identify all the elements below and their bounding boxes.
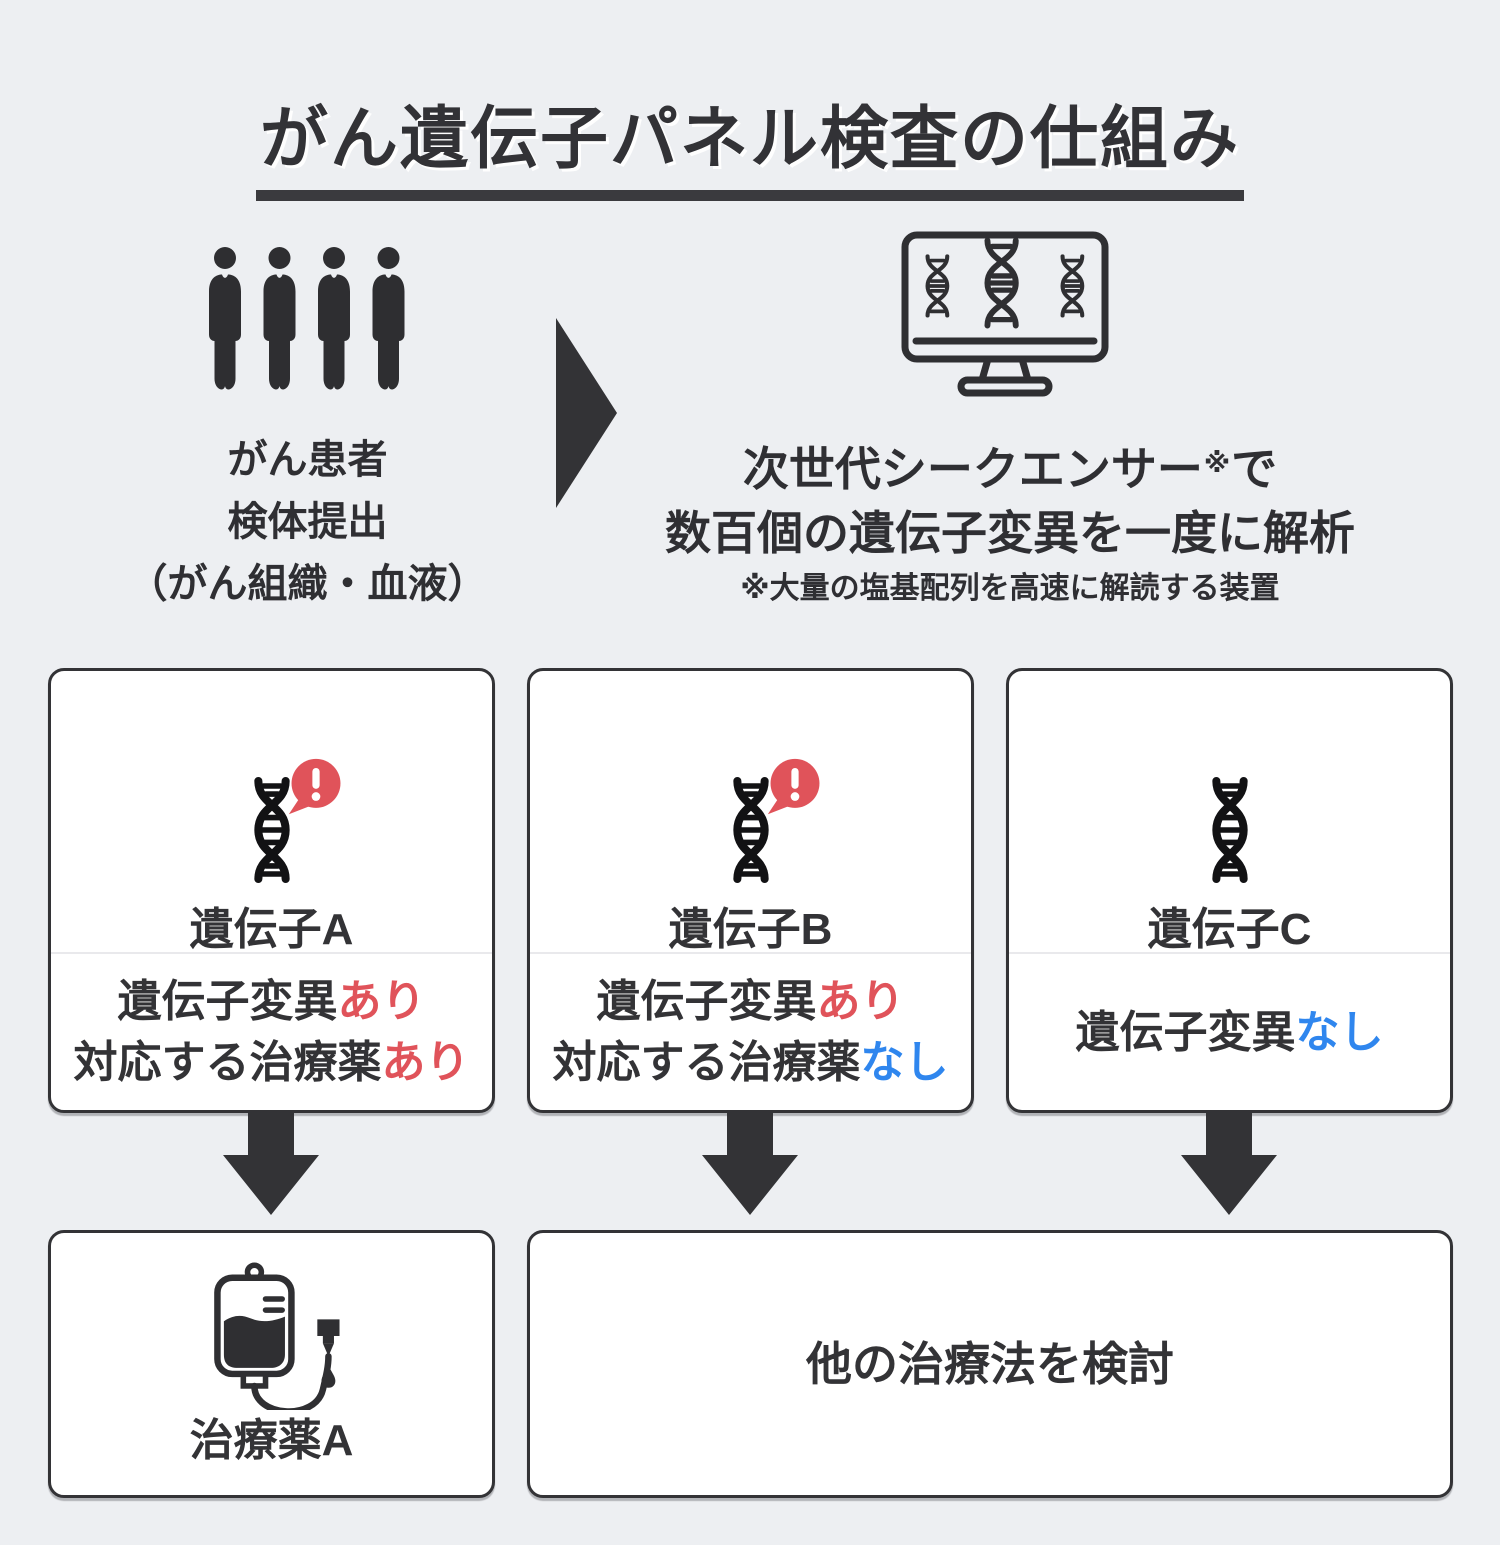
drug-label: 治療薬A [189,1416,354,1465]
right-arrow-icon [556,318,617,508]
patients-caption-line1: がん患者 [227,438,388,482]
gene-card-c-result: 遺伝子変異なし [1009,954,1450,1110]
sequencer-caption: 次世代シークエンサー※で 数百個の遺伝子変異を一度に解析 ※大量の塩基配列を高速… [630,441,1390,607]
gene-card-c-top: 遺伝子C [1009,671,1450,992]
alert-exclamation-bubble-icon [767,758,819,815]
sequencer-line2: 数百個の遺伝子変異を一度に解析 [665,507,1355,559]
down-arrow-icon [702,1113,798,1215]
gene-card-b-icon-wrap [720,758,819,886]
result-status: あり [816,977,905,1026]
gene-card-a-result: 遺伝子変異あり 対応する治療薬あり [51,954,492,1110]
gene-a-result-line2: 対応する治療薬あり [74,1032,470,1093]
gene-b-result-line1: 遺伝子変異あり [597,971,905,1032]
dna-monitor-icon [901,231,1109,397]
result-status: なし [1295,1007,1384,1057]
gene-card-c-icon-wrap [1199,774,1261,886]
sequencer-footnote: ※大量の塩基配列を高速に解読する装置 [740,572,1280,605]
gene-a-result-line1: 遺伝子変異あり [118,971,426,1032]
sequencer-line1-tail: で [1231,443,1278,495]
sequencer-note-mark: ※ [1203,448,1231,478]
gene-a-name: 遺伝子A [189,905,354,954]
gene-b-result-line2: 対応する治療薬なし [553,1032,949,1093]
gene-card-b: 遺伝子B 遺伝子変異あり 対応する治療薬なし [527,668,974,1113]
gene-card-a-top: 遺伝子A [51,671,492,992]
gene-card-a-icon-wrap [241,758,340,886]
patients-caption: がん患者 検体提出 （がん組織・血液） [55,429,560,615]
result-text: 遺伝子変異 [596,977,817,1026]
divider [1009,952,1450,954]
result-text: 対応する治療薬 [73,1038,382,1087]
result-text: 遺伝子変異 [117,977,338,1026]
outcome-card-other: 他の治療法を検討 [527,1230,1453,1498]
patients-caption-line3: （がん組織・血液） [127,562,488,606]
patients-caption-line2: 検体提出 [227,500,388,544]
sequencer-line1-main: 次世代シークエンサー [742,443,1203,495]
gene-card-b-result: 遺伝子変異あり 対応する治療薬なし [530,954,971,1110]
header: がん遺伝子パネル検査の仕組み [0,54,1500,246]
people-group-icon [209,247,405,390]
gene-c-result-line1: 遺伝子変異なし [1076,1002,1384,1063]
gene-card-c: 遺伝子C 遺伝子変異なし [1006,668,1453,1113]
down-arrow-icon [223,1113,319,1215]
other-treatment-label: 他の治療法を検討 [806,1338,1174,1390]
down-arrow-icon [1181,1113,1277,1215]
gene-card-a: 遺伝子A 遺伝子変異あり 対応する治療薬あり [48,668,495,1113]
gene-c-name: 遺伝子C [1147,905,1312,954]
result-status: なし [860,1038,949,1087]
alert-exclamation-bubble-icon [288,758,340,815]
result-status: あり [337,977,426,1026]
iv-drip-icon [213,1262,340,1410]
dna-icon [1199,774,1261,886]
gene-card-b-top: 遺伝子B [530,671,971,992]
outcome-card-drug: 治療薬A [48,1230,495,1498]
divider [530,952,971,954]
divider [51,952,492,954]
result-status: あり [381,1038,470,1087]
sequencer-line1: 次世代シークエンサー※で [630,441,1390,505]
gene-b-name: 遺伝子B [668,905,833,954]
result-text: 対応する治療薬 [552,1038,861,1087]
page-title: がん遺伝子パネル検査の仕組み [255,100,1244,201]
result-text: 遺伝子変異 [1075,1007,1296,1057]
